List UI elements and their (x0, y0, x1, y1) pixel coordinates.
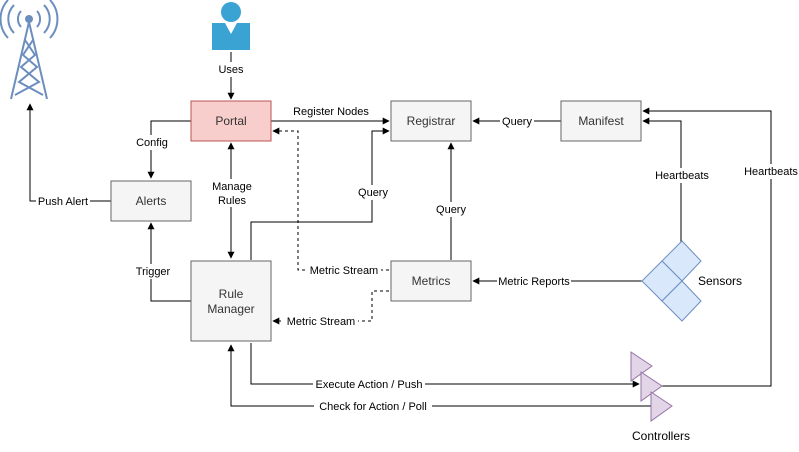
user-icon (212, 2, 250, 50)
label-config: Config (136, 137, 168, 149)
label-push-alert: Push Alert (38, 196, 88, 208)
metrics-node[interactable]: Metrics (390, 260, 472, 302)
label-metric-stream-rule: Metric Stream (287, 316, 355, 328)
registrar-label: Registrar (407, 114, 456, 128)
label-heartbeats-sensors: Heartbeats (655, 170, 709, 182)
registrar-node[interactable]: Registrar (390, 100, 472, 142)
rule-manager-label-1: Rule (219, 287, 244, 301)
alerts-node[interactable]: Alerts (110, 180, 192, 222)
label-check-action: Check for Action / Poll (319, 401, 427, 413)
label-manage-rules-1: Manage (212, 181, 252, 193)
edge-execute-action (250, 343, 640, 388)
sensors-label: Sensors (698, 274, 742, 288)
metrics-label: Metrics (412, 274, 451, 288)
label-uses: Uses (218, 64, 244, 76)
label-trigger: Trigger (136, 266, 171, 278)
manifest-node[interactable]: Manifest (560, 100, 642, 142)
controller-triangles-icon[interactable] (630, 351, 673, 422)
rule-manager-label-2: Manager (207, 302, 254, 316)
edge-metric-stream-portal (272, 127, 389, 271)
portal-label: Portal (215, 114, 246, 128)
edge-labels: Uses Register Nodes Query Config Manage … (36, 62, 799, 414)
label-metric-reports: Metric Reports (498, 276, 570, 288)
alerts-label: Alerts (136, 194, 167, 208)
manifest-label: Manifest (578, 114, 624, 128)
edge-query-rule (250, 127, 390, 260)
label-heartbeats-controllers: Heartbeats (744, 166, 798, 178)
radio-tower-icon (0, 0, 59, 100)
sensor-cluster-icon[interactable] (641, 240, 702, 322)
edge-heartbeats-controllers (642, 107, 772, 387)
controllers-label: Controllers (632, 429, 690, 443)
label-metric-stream-portal: Metric Stream (310, 265, 378, 277)
edge-heartbeats-sensors (642, 117, 682, 245)
label-query-metrics: Query (436, 204, 466, 216)
edges (26, 52, 772, 407)
label-execute-action: Execute Action / Push (315, 379, 422, 391)
portal-node[interactable]: Portal (190, 100, 272, 142)
label-register-nodes: Register Nodes (293, 106, 369, 118)
rule-manager-node[interactable]: Rule Manager (190, 260, 272, 342)
label-manage-rules-2: Rules (218, 195, 247, 207)
label-query-manifest: Query (502, 116, 532, 128)
edge-check-action (227, 344, 651, 407)
edge-config (147, 120, 191, 179)
label-query-rule: Query (358, 187, 388, 199)
edge-trigger (147, 222, 191, 302)
edge-push-alert (26, 103, 111, 202)
